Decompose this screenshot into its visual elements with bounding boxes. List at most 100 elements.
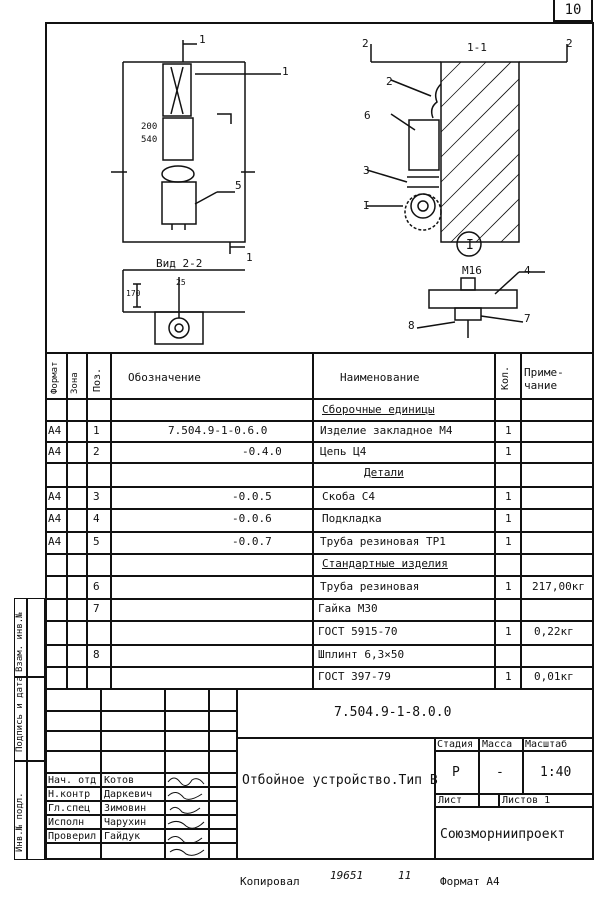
row-pos: 6: [93, 580, 100, 593]
role-name: Зимовин: [104, 803, 147, 814]
row-note: 0,01кг: [534, 670, 574, 683]
cut-mark-2-left: 2: [362, 37, 369, 50]
inv-dup-label: Взам. инв.№: [15, 612, 25, 672]
scale-value: 1:40: [540, 765, 572, 780]
row-pos: 2: [93, 445, 100, 458]
detail-thread-label: M16: [462, 264, 482, 277]
row-qty: 1: [505, 424, 512, 437]
signatures: [167, 777, 205, 856]
view-2-2-label: Вид 2-2: [156, 257, 203, 270]
footer-copied: Копировал: [240, 875, 300, 888]
callout-4: 4: [524, 264, 531, 277]
section-1-1-label: 1-1: [467, 41, 487, 54]
cut-mark-1-top: 1: [199, 33, 206, 46]
cut-mark-1-bottom: 1: [246, 251, 253, 264]
detail-marker-circle: I: [466, 238, 474, 253]
stage-value: Р: [452, 765, 460, 780]
row-qty: 1: [505, 512, 512, 525]
row-name: Труба резиновая: [320, 580, 420, 593]
section-standard: Стандартные изделия: [322, 557, 448, 570]
row-format: А4: [48, 424, 62, 437]
col-format-header: Формат: [50, 361, 60, 394]
row-pos: 3: [93, 490, 100, 503]
callout-7: 7: [524, 312, 531, 325]
row-format: А4: [48, 512, 62, 525]
row-name: ГОСТ 5915-70: [318, 625, 398, 638]
role-label: Исполн: [48, 817, 85, 828]
technical-drawing: [111, 40, 568, 345]
row-note: 217,00кг: [532, 580, 585, 593]
stage-label: Стадия: [437, 739, 474, 750]
row-name: ГОСТ 397-79: [318, 670, 391, 683]
row-designation: -0.0.6: [232, 512, 272, 525]
footer-number2: 11: [398, 869, 412, 882]
organization-name: Союзморниипроект: [440, 827, 566, 842]
row-pos: 5: [93, 535, 100, 548]
row-name: Цепь Ц4: [320, 445, 367, 458]
footer-number: 19651: [330, 869, 364, 882]
row-qty: 1: [505, 445, 512, 458]
footer-format: Формат А4: [440, 875, 500, 888]
row-format: А4: [48, 535, 62, 548]
role-label: Нач. отд: [48, 775, 97, 786]
dim-200: 200: [141, 122, 158, 132]
row-qty: 1: [505, 580, 512, 593]
sheets-label: Листов 1: [502, 795, 551, 806]
row-qty: 1: [505, 670, 512, 683]
scale-label: Масштаб: [525, 739, 568, 750]
col-note-header: Приме-чание: [524, 366, 564, 392]
callout-6: 6: [364, 109, 371, 122]
row-pos: 4: [93, 512, 100, 525]
callout-1: 1: [282, 65, 289, 78]
row-qty: 1: [505, 490, 512, 503]
row-name: Подкладка: [322, 512, 382, 525]
row-designation: 7.504.9-1-0.6.0: [168, 424, 268, 437]
col-pos-header: Поз.: [92, 367, 103, 392]
dim-170: 170: [126, 289, 141, 298]
row-designation: -0.0.7: [232, 535, 272, 548]
row-pos: 8: [93, 648, 100, 661]
left-margin-stamp: [14, 598, 45, 860]
cut-mark-2-right: 2: [566, 37, 573, 50]
detail-marker-small: I: [363, 199, 370, 212]
section-assembly: Сборочные единицы: [322, 403, 435, 416]
row-designation: -0.4.0: [242, 445, 282, 458]
dim-540: 540: [141, 135, 158, 145]
row-name: Гайка М30: [318, 602, 378, 615]
row-qty: 1: [505, 535, 512, 548]
role-name: Даркевич: [104, 789, 153, 800]
row-pos: 1: [93, 424, 100, 437]
col-name-header: Наименование: [340, 371, 420, 384]
row-note: 0,22кг: [534, 625, 574, 638]
drawing-title: Отбойное устройство.Тип В: [242, 773, 438, 788]
role-label: Н.контр: [48, 789, 91, 800]
sheet-label: Лист: [438, 795, 463, 806]
inv-orig-label: Инв.№ подл.: [15, 792, 25, 852]
callout-5: 5: [235, 179, 242, 192]
callout-3: 3: [363, 164, 370, 177]
mass-label: Масса: [482, 739, 513, 750]
section-details: Детали: [364, 466, 404, 479]
row-qty: 1: [505, 625, 512, 638]
col-zone-header: Зона: [70, 372, 80, 394]
role-name: Чарухин: [104, 817, 147, 828]
row-designation: -0.0.5: [232, 490, 272, 503]
sheet-number: 10: [553, 0, 593, 22]
callout-8: 8: [408, 319, 415, 332]
callout-2: 2: [386, 75, 393, 88]
role-label: Гл.спец: [48, 803, 91, 814]
role-label: Проверил: [48, 831, 97, 842]
left-view-outline: [122, 62, 246, 243]
col-qty-header: Кол.: [500, 365, 511, 390]
row-format: А4: [48, 445, 62, 458]
col-designation-header: Обозначение: [128, 371, 201, 384]
dim-25: 25: [176, 278, 186, 287]
row-name: Изделие закладное М4: [320, 424, 453, 437]
sign-date-label: Подпись и дата: [15, 676, 25, 752]
mass-value: -: [496, 765, 504, 780]
row-name: Труба резиновая ТР1: [320, 535, 446, 548]
row-name: Скоба С4: [322, 490, 375, 503]
row-format: А4: [48, 490, 62, 503]
row-name: Шплинт 6,3×50: [318, 648, 405, 661]
role-name: Котов: [104, 775, 135, 786]
